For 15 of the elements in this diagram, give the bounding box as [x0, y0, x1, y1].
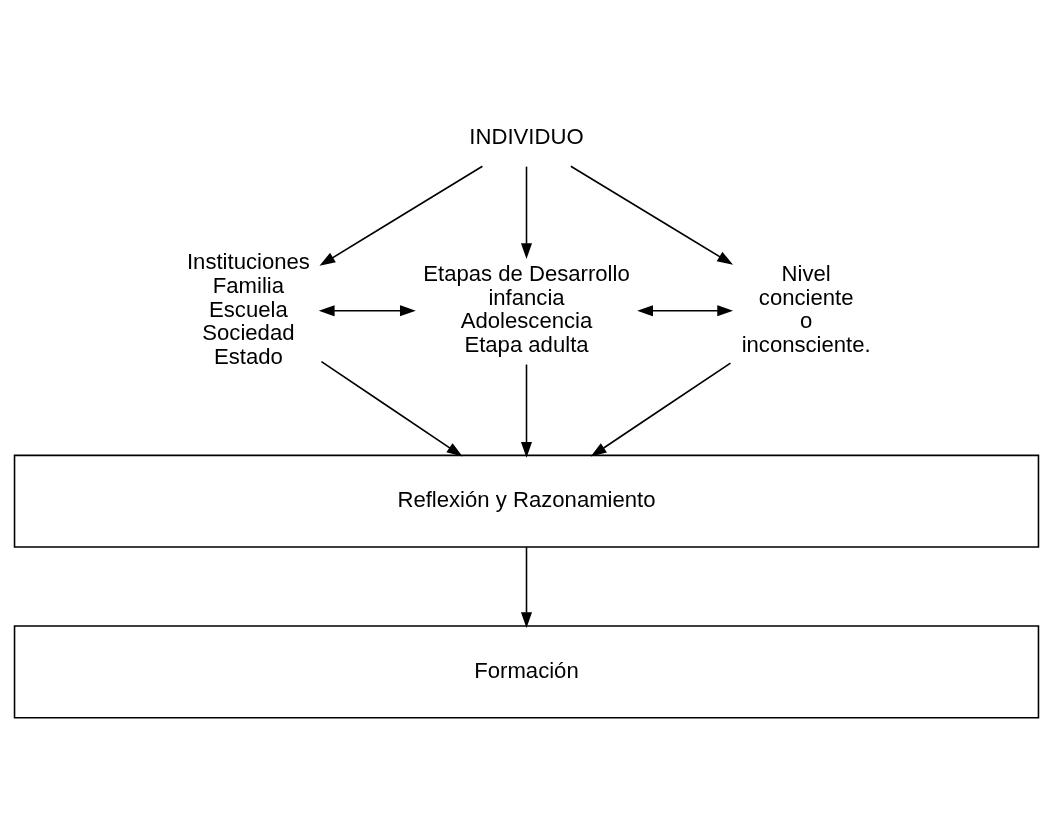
arrow	[637, 304, 734, 316]
node-text: Nivel conciente o inconsciente.	[741, 260, 871, 357]
node-text: INDIVIDUO	[469, 123, 584, 149]
arrow	[318, 304, 416, 316]
node-box: Reflexión y Razonamiento	[13, 454, 1040, 548]
arrow	[320, 360, 463, 457]
arrow	[570, 164, 734, 265]
node-text: Etapas de Desarrollo infancia Adolescencia Etapa adulta	[423, 260, 630, 357]
arrow	[520, 545, 533, 628]
arrow	[319, 164, 484, 266]
node-box: Formación	[13, 624, 1040, 718]
node-text: Instituciones Familia Escuela Sociedad Estado	[186, 248, 310, 369]
arrow	[590, 361, 732, 457]
arrow	[520, 363, 533, 458]
arrow	[520, 165, 533, 259]
